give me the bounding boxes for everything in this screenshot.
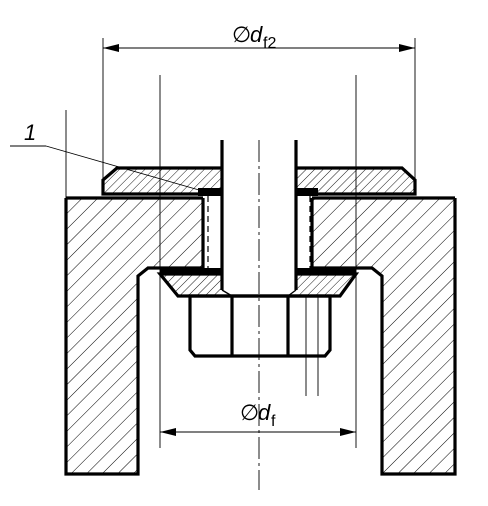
lower-washer (156, 268, 360, 298)
dimension-df-subscript: f (271, 413, 276, 430)
dimension-df-letter: d (258, 400, 271, 425)
dimension-df2-subscript: f2 (263, 35, 276, 52)
gasket-1 (198, 188, 318, 196)
hidden-lines (207, 196, 319, 396)
counterbore-body (64, 196, 457, 476)
dimension-df2: ∅ d f2 (103, 22, 415, 52)
dimension-df: ∅ d f (160, 400, 356, 436)
callout-label: 1 (24, 120, 36, 145)
nut (188, 289, 332, 358)
callout-1: 1 (10, 120, 207, 193)
dimension-df2-letter: d (250, 22, 263, 47)
dimension-df-symbol: ∅ (240, 400, 259, 425)
dimension-df2-symbol: ∅ (232, 22, 251, 47)
top-washer (101, 166, 417, 196)
